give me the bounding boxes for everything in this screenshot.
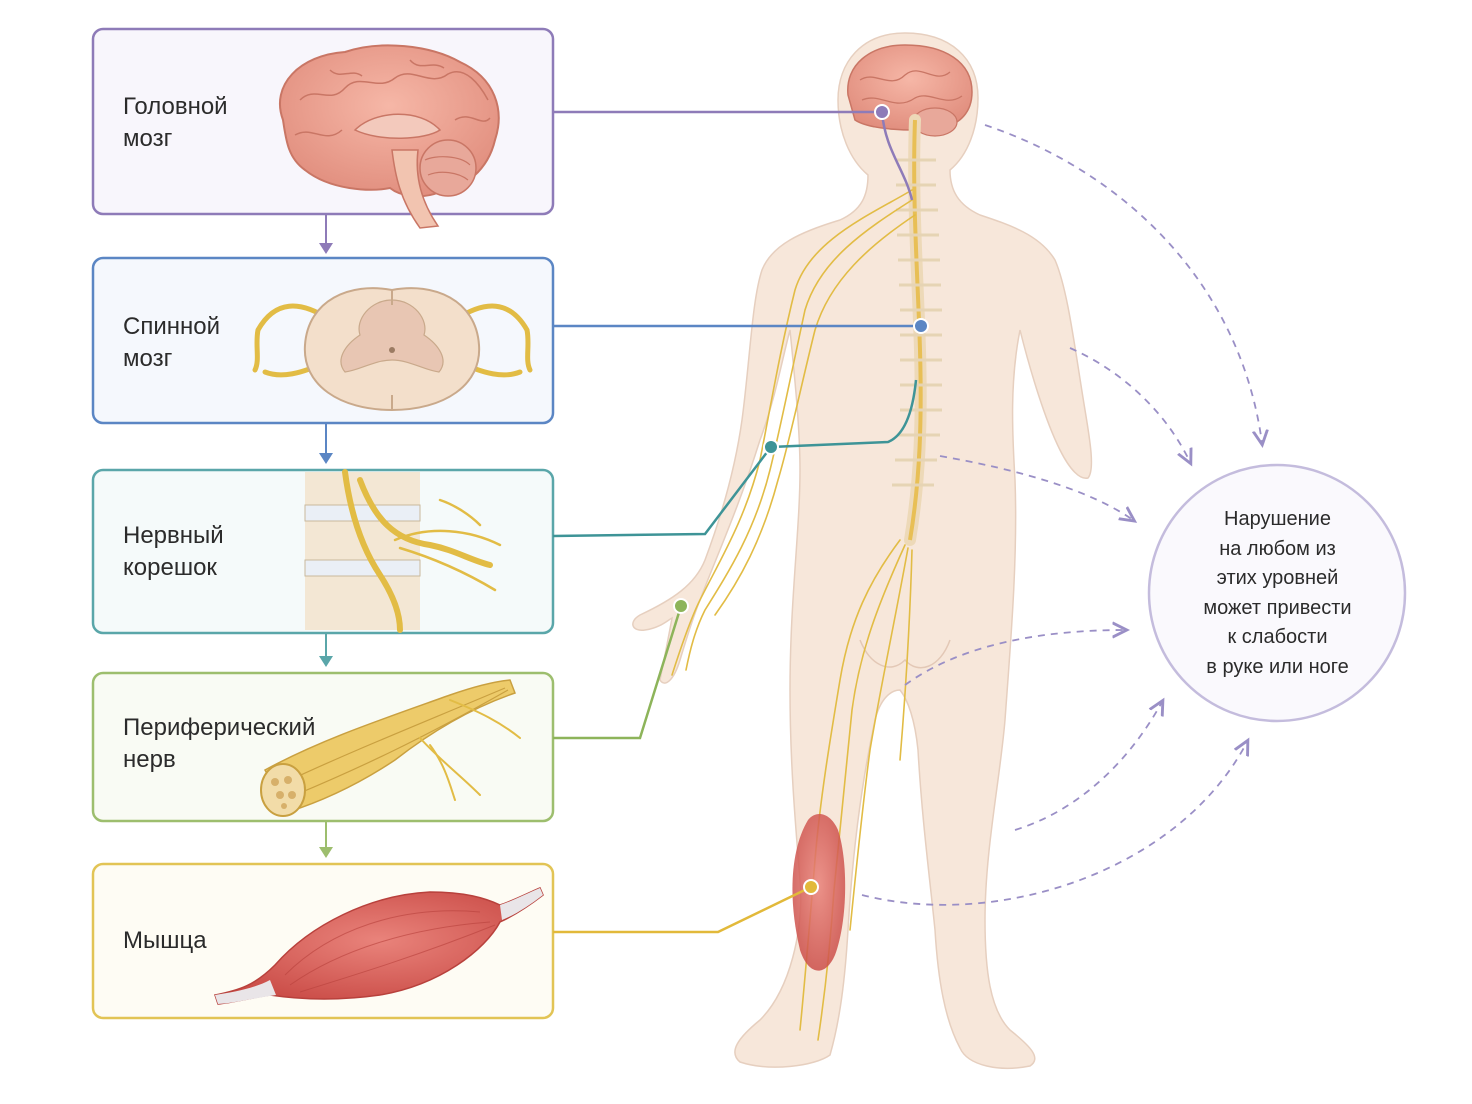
down-arrow-spinal-root [319, 423, 333, 464]
dashed-arrows [861, 124, 1262, 906]
level-label-nerve: Периферический нерв [123, 714, 316, 773]
level-label-spinal: Спинной мозг [123, 313, 220, 372]
connector-root [552, 379, 918, 538]
peripheral-nerve-icon [260, 679, 521, 817]
level-label-muscle: Мышца [123, 927, 207, 954]
muscle-icon [214, 887, 544, 1005]
level-label-root: Нервный корешок [123, 522, 224, 581]
level-label-brain: Головной мозг [123, 93, 228, 152]
connector-brain [553, 104, 914, 201]
down-arrow-nerve-muscle [319, 821, 333, 858]
brain-icon [278, 44, 500, 229]
connector-muscle [553, 879, 819, 934]
human-body-figure-icon [632, 32, 1093, 1069]
summary-text: Нарушение на любом из этих уровней может… [1203, 508, 1352, 678]
connector-nerve [553, 598, 689, 740]
down-arrow-brain-spinal [319, 214, 333, 254]
nerve-root-icon [304, 469, 502, 633]
connector-spinal [553, 318, 929, 334]
spinal-cord-cross-section-icon [252, 287, 533, 412]
summary-circle [1147, 463, 1407, 723]
down-arrow-root-nerve [319, 633, 333, 667]
